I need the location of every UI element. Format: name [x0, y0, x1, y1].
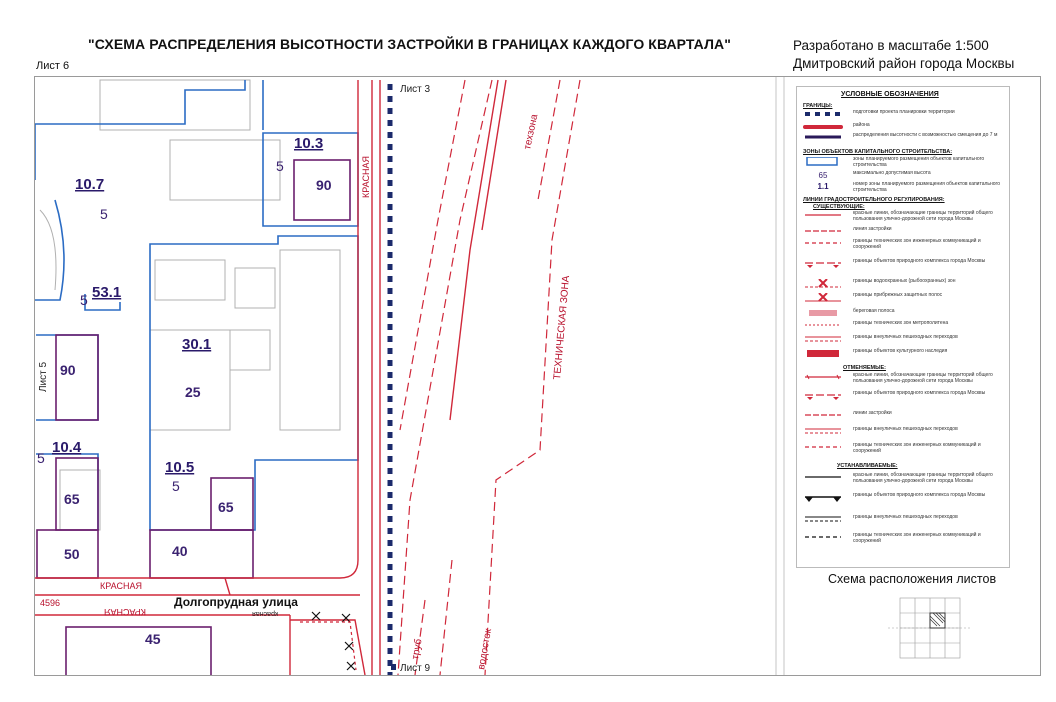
cross-marks	[311, 611, 356, 671]
legend-item: границы технических зон инженерных комму…	[805, 442, 981, 454]
building-outlines	[39, 79, 341, 531]
legend-item: границы объектов природного комплекса го…	[803, 258, 1003, 269]
legend-item: района	[803, 122, 1003, 133]
pipe-label: труб	[409, 638, 424, 661]
quarter-height-10-4-a: 5	[37, 450, 45, 466]
legend-item: 65 максимально допустимая высота	[818, 170, 931, 180]
quarter-code-53-1: 53.1	[92, 284, 121, 301]
legend-item: границы технических зон инженерных комму…	[805, 238, 981, 250]
legend-item: распределения высотности с возможностью …	[803, 132, 1003, 143]
quarter-height-10-5-c: 40	[172, 543, 188, 559]
tech-zone-label-1: техзона	[522, 113, 540, 151]
quarter-height-10-7: 5	[100, 206, 108, 222]
legend-item: линия застройки	[805, 226, 892, 232]
quarter-code-10-7: 10.7	[75, 176, 104, 193]
legend-section-zones: ЗОНЫ ОБЪЕКТОВ КАПИТАЛЬНОГО СТРОИТЕЛЬСТВА…	[803, 149, 953, 155]
legend-item: границы объектов природного комплекса го…	[803, 390, 1003, 401]
small-red-label: красная	[252, 610, 278, 617]
legend-sub-new: УСТАНАВЛИВАЕМЫЕ:	[837, 463, 898, 469]
quarter-height-30-1: 25	[185, 384, 201, 400]
district-name: Дмитровский район города Москвы	[793, 56, 1015, 71]
legend-item: зоны планируемого размещения объектов ка…	[803, 156, 1003, 168]
sheet-layout-title: Схема расположения листов	[828, 572, 997, 586]
red-line-label-flipped: КРАСНАЯ	[104, 607, 146, 617]
drain-label: водосток	[476, 627, 494, 670]
quarter-code-10-3: 10.3	[294, 135, 323, 152]
legend-item: границы внеуличных пешеходных переходов	[805, 514, 958, 522]
map-frame	[34, 76, 1041, 676]
legend-item: подготовки проекта планировки территории	[803, 109, 1003, 120]
legend-item: линии застройки	[805, 410, 892, 416]
quarter-height-10-5-a: 5	[172, 478, 180, 494]
legend-section-bounds: ГРАНИЦЫ:	[803, 103, 833, 109]
legend-symbol-dark-thick	[805, 135, 841, 139]
legend-item: береговая полоса	[803, 308, 1003, 319]
legend-symbol-blue-box	[806, 157, 838, 166]
legend-item: границы технических зон инженерных комму…	[805, 532, 981, 544]
legend-item: красные линии, обозначающие границы терр…	[805, 210, 993, 222]
quarter-height-53-1: 5	[80, 292, 88, 308]
legend-item: границы прибрежных защитных полос	[803, 292, 1003, 303]
legend-item: красные линии, обозначающие границы терр…	[803, 372, 1003, 384]
legend-item: границы объектов культурного наследия	[803, 348, 1003, 359]
legend-item: границы водоохранных (рыбоохранных) зон	[803, 278, 1003, 289]
sheet-mark-left: Лист 5	[38, 361, 49, 392]
quarter-height-10-3-b: 90	[316, 177, 332, 193]
street-name: Долгопрудная улица	[174, 595, 298, 609]
quarter-height-10-3-a: 5	[276, 158, 284, 174]
legend-item: границы внеуличных пешеходных переходов	[805, 334, 958, 342]
quarter-code-10-4: 10.4	[52, 439, 82, 456]
technical-zone-lines	[397, 79, 581, 675]
red-line-label-horizontal: КРАСНАЯ	[100, 581, 142, 591]
sheet-layout-grid	[888, 597, 972, 659]
legend-panel: УСЛОВНЫЕ ОБОЗНАЧЕНИЯ ГРАНИЦЫ: подготовки…	[796, 86, 1010, 568]
scale-note: Разработано в масштабе 1:500	[793, 38, 989, 53]
legend-symbol-red-thick	[803, 125, 843, 129]
red-lines	[35, 80, 381, 675]
legend-symbol-dotted-blue	[805, 112, 841, 116]
sheet-mark-top: Лист 3	[400, 84, 431, 95]
map-title: "СХЕМА РАСПРЕДЕЛЕНИЯ ВЫСОТНОСТИ ЗАСТРОЙК…	[88, 36, 731, 52]
legend-item: границы технических зон метрополитена	[805, 320, 949, 326]
quarter-height-10-4-b: 65	[64, 491, 80, 507]
sheet-number: Лист 6	[36, 60, 70, 72]
legend-item: границы объектов природного комплекса го…	[803, 492, 1003, 503]
legend-sub-existing: СУЩЕСТВУЮЩИЕ:	[813, 204, 865, 210]
tech-zone-solid	[449, 79, 507, 421]
red-code-label: 4596	[40, 598, 60, 608]
legend-item: границы внеуличных пешеходных переходов	[805, 426, 958, 434]
red-line-label-vertical: КРАСНАЯ	[361, 156, 371, 198]
legend-sub-cancelled: ОТМЕНЯЕМЫЕ:	[843, 365, 886, 371]
quarter-height-10-4-c: 50	[64, 546, 80, 562]
zone-height-bottom: 45	[145, 631, 161, 647]
quarter-height-10-5-b: 65	[218, 499, 234, 515]
tech-zone-label-2: ТЕХНИЧЕСКАЯ ЗОНА	[552, 275, 572, 380]
sheet-mark-bottom: Лист 9	[400, 663, 431, 674]
quarter-code-30-1: 30.1	[182, 336, 211, 353]
quarter-height-10-4-d: 90	[60, 362, 76, 378]
quarter-code-10-5: 10.5	[165, 459, 194, 476]
legend-item: 1.1 номер зоны планируемого размещения о…	[817, 181, 1001, 193]
legend-item: красные линии, обозначающие границы терр…	[805, 472, 993, 484]
legend-section-lines: ЛИНИИ ГРАДОСТРОИТЕЛЬНОГО РЕГУЛИРОВАНИЯ:	[803, 197, 945, 203]
legend-title: УСЛОВНЫЕ ОБОЗНАЧЕНИЯ	[841, 91, 939, 98]
